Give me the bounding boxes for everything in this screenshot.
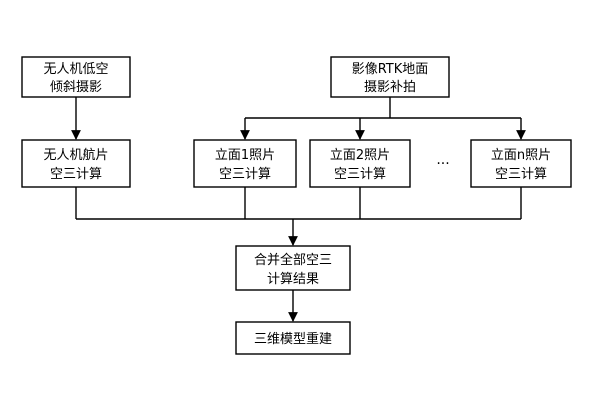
node-ground-rtk-line1: 影像RTK地面 <box>352 62 429 77</box>
node-facaden-line1: 立面n照片 <box>491 148 551 163</box>
node-uav-oblique-line1: 无人机低空 <box>43 62 108 77</box>
node-uav-oblique: 无人机低空 倾斜摄影 <box>21 56 131 98</box>
node-rebuild: 三维模型重建 <box>235 321 351 355</box>
node-facade1-line1: 立面1照片 <box>215 148 275 163</box>
node-rebuild-line1: 三维模型重建 <box>254 331 332 347</box>
node-facade1-aat: 立面1照片 空三计算 <box>193 139 297 188</box>
node-uav-aat-line2: 空三计算 <box>50 167 102 182</box>
node-uav-oblique-line2: 倾斜摄影 <box>50 80 102 95</box>
node-facaden-aat: 立面n照片 空三计算 <box>470 139 572 188</box>
node-ground-rtk: 影像RTK地面 摄影补拍 <box>330 56 450 98</box>
node-ground-rtk-line2: 摄影补拍 <box>364 80 416 95</box>
node-facaden-line2: 空三计算 <box>495 167 547 182</box>
node-facade2-aat: 立面2照片 空三计算 <box>309 139 411 188</box>
connectors <box>71 97 526 322</box>
node-merge: 合并全部空三 计算结果 <box>235 245 351 291</box>
ellipsis: ··· <box>436 156 449 172</box>
node-uav-aat-line1: 无人机航片 <box>43 147 108 163</box>
node-facade2-line1: 立面2照片 <box>330 148 390 163</box>
node-merge-line1: 合并全部空三 <box>254 252 332 268</box>
node-uav-aat: 无人机航片 空三计算 <box>21 139 131 188</box>
node-facade1-line2: 空三计算 <box>219 167 271 182</box>
node-facade2-line2: 空三计算 <box>334 167 386 182</box>
node-merge-line2: 计算结果 <box>267 272 319 287</box>
